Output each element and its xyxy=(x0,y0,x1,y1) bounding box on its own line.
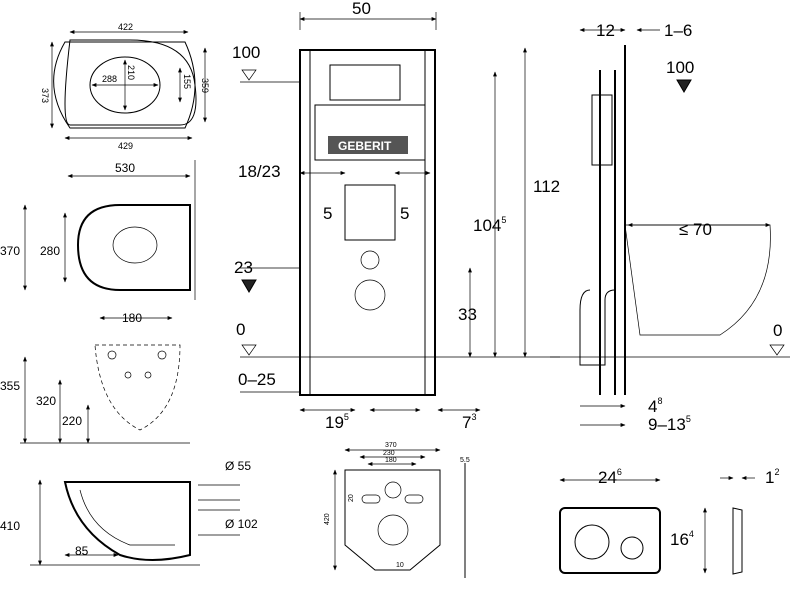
frame-height-fix: 1045 xyxy=(473,215,506,235)
rear-spacing: 180 xyxy=(122,311,142,325)
side-d1: Ø 55 xyxy=(225,459,251,473)
side-off2-sup: 5 xyxy=(686,414,691,424)
frame-foot-right: 73 xyxy=(462,412,476,432)
frame-front-view: 50 100 18/23 5 5 23 0 0–25 33 112 1045 1… xyxy=(232,0,560,432)
button-w-main: 24 xyxy=(598,468,617,487)
frame-pipe: 18/23 xyxy=(238,162,281,181)
seat-top-view: 422 429 373 359 288 210 155 xyxy=(40,22,210,151)
side-height: 410 xyxy=(0,519,20,533)
frame-level-pipe: 23 xyxy=(234,258,253,277)
frame-foot-left-main: 19 xyxy=(325,413,344,432)
frame-height-fix-sup: 5 xyxy=(501,215,506,225)
plate-thick: 5.5 xyxy=(460,457,470,464)
plate-small: 10 xyxy=(396,562,404,569)
plate-w3: 180 xyxy=(385,457,397,464)
seat-inner-right: 155 xyxy=(182,74,192,89)
frame-foot-left-sup: 5 xyxy=(344,412,349,422)
side-level-top: 100 xyxy=(666,58,694,77)
seat-width-top: 422 xyxy=(118,22,133,32)
bowl-length: 530 xyxy=(115,161,135,175)
seat-height-left: 373 xyxy=(40,88,50,103)
button-w-sup: 6 xyxy=(617,467,622,477)
side-off2: 9–135 xyxy=(648,414,691,434)
button-d-sup: 2 xyxy=(774,467,779,477)
seat-inner-width: 288 xyxy=(102,74,117,84)
plate-h: 420 xyxy=(324,513,331,525)
seat-height-right: 359 xyxy=(200,78,210,93)
side-off1-main: 4 xyxy=(648,397,657,416)
plate-hole: 20 xyxy=(348,494,355,502)
bowl-rear-view: 180 355 320 220 xyxy=(0,311,190,444)
frame-height-fix-main: 104 xyxy=(473,216,501,235)
plate-w: 370 xyxy=(385,442,397,449)
mounting-plate: 370 230 180 420 20 10 5.5 xyxy=(324,442,470,578)
side-d2-label: 1–6 xyxy=(664,21,692,40)
side-off1: 48 xyxy=(648,396,662,416)
side-off2-main: 9–13 xyxy=(648,415,686,434)
frame-foot-right-sup: 3 xyxy=(471,412,476,422)
frame-height-total: 112 xyxy=(533,177,560,196)
frame-foot-right-main: 7 xyxy=(462,413,471,432)
rear-h1: 355 xyxy=(0,379,20,393)
flush-button: 246 12 164 xyxy=(559,467,779,575)
seat-inner-height: 210 xyxy=(126,65,136,80)
side-d2: Ø 102 xyxy=(225,517,258,531)
frame-off-right: 5 xyxy=(400,204,409,223)
bowl-inner: 280 xyxy=(40,244,60,258)
plate-w2: 230 xyxy=(383,450,395,457)
button-d-main: 1 xyxy=(765,468,774,487)
button-h: 164 xyxy=(670,529,694,549)
frame-off-left: 5 xyxy=(323,204,332,223)
seat-width-bottom: 429 xyxy=(118,141,133,151)
frame-level-floor: 0 xyxy=(236,320,245,339)
side-off1-sup: 8 xyxy=(657,396,662,406)
rear-h2: 320 xyxy=(36,394,56,408)
frame-side-view: 12 1–6 100 ≤ 70 0 48 9–135 xyxy=(550,21,790,434)
button-h-sup: 4 xyxy=(689,529,694,539)
bowl-top-view: 530 370 280 xyxy=(0,160,196,300)
side-d1-label: 12 xyxy=(596,21,615,40)
frame-foot-left: 195 xyxy=(325,412,349,432)
button-w: 246 xyxy=(598,467,622,487)
frame-level-top: 100 xyxy=(232,43,260,62)
button-d: 12 xyxy=(765,467,779,487)
frame-width: 50 xyxy=(352,0,371,18)
frame-h-pipe: 33 xyxy=(458,305,477,324)
frame-floor-range: 0–25 xyxy=(238,370,276,389)
button-h-main: 16 xyxy=(670,530,689,549)
side-offset: 85 xyxy=(75,544,89,558)
side-level-floor: 0 xyxy=(773,321,782,340)
bowl-width: 370 xyxy=(0,244,20,258)
brand-logo: GEBERIT xyxy=(338,139,392,153)
rear-h3: 220 xyxy=(62,414,82,428)
side-reach: ≤ 70 xyxy=(679,220,712,239)
bowl-side-view: 410 85 Ø 55 Ø 102 xyxy=(0,459,258,566)
